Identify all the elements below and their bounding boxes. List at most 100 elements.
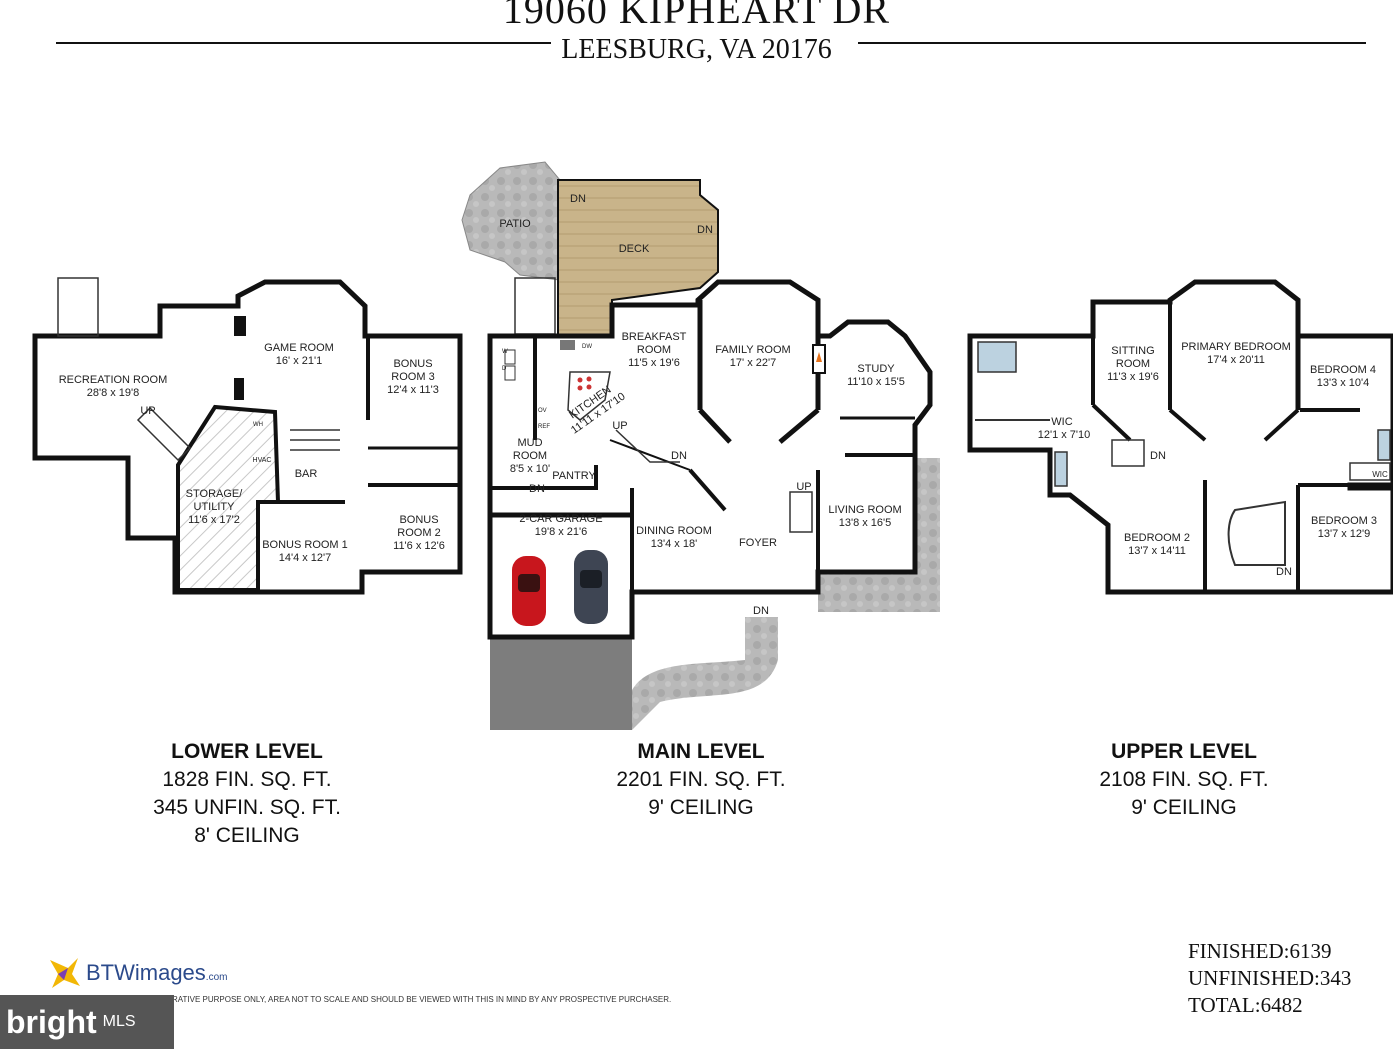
pantry-label: PANTRY bbox=[552, 470, 596, 482]
upper-dn2: DN bbox=[1276, 566, 1292, 578]
title-rule-left bbox=[56, 42, 556, 44]
main-dn5: DN bbox=[753, 605, 769, 617]
dining-label: DINING ROOM bbox=[636, 525, 712, 537]
upper-outline bbox=[967, 279, 1393, 595]
bonus2-label: BONUS bbox=[399, 514, 438, 526]
dryer-label: D bbox=[502, 366, 507, 372]
sitting-label-b: ROOM bbox=[1116, 358, 1150, 370]
washer-label: W bbox=[502, 349, 508, 355]
address-title: 19060 KIPHEART DR bbox=[502, 0, 891, 32]
main-level-plan: PATIO DECK DN DN BREAKFAST ROOM 11'5 x 1… bbox=[461, 161, 940, 730]
storage-dim: 11'6 x 17'2 bbox=[188, 514, 240, 526]
main-level-caption: MAIN LEVEL 2201 FIN. SQ. FT. 9' CEILING bbox=[536, 738, 866, 822]
bonus1-label: BONUS ROOM 1 bbox=[262, 539, 348, 551]
family-label: FAMILY ROOM bbox=[715, 344, 790, 356]
bright-text: bright bbox=[6, 1003, 97, 1040]
main-level-heading: MAIN LEVEL bbox=[637, 740, 765, 763]
main-line-1: 2201 FIN. SQ. FT. bbox=[616, 768, 786, 791]
deck-dn2: DN bbox=[697, 224, 713, 236]
lower-level-caption: LOWER LEVEL 1828 FIN. SQ. FT. 345 UNFIN.… bbox=[82, 738, 412, 850]
deck-dn1: DN bbox=[570, 193, 586, 205]
main-dn3: DN bbox=[671, 450, 687, 462]
bonus2-dim: 11'6 x 12'6 bbox=[393, 540, 445, 552]
game-room-dim: 16' x 21'1 bbox=[276, 355, 322, 367]
grand-total: TOTAL:6482 bbox=[1188, 993, 1303, 1017]
bed4-dim: 13'3 x 10'4 bbox=[1317, 377, 1370, 389]
upper-line-2: 9' CEILING bbox=[1131, 796, 1237, 819]
driveway bbox=[490, 637, 632, 730]
upper-line-1: 2108 FIN. SQ. FT. bbox=[1099, 768, 1269, 791]
main-line-2: 9' CEILING bbox=[648, 796, 754, 819]
mud-dim: 8'5 x 10' bbox=[510, 463, 550, 475]
logo-text: BTWimages.com bbox=[86, 960, 227, 986]
logo-suffix: .com bbox=[205, 972, 228, 983]
flower-logo-icon bbox=[50, 958, 80, 988]
main-dn4: DN bbox=[529, 483, 545, 495]
garage-label: 2-CAR GARAGE bbox=[519, 513, 602, 525]
hvac-label: HVAC bbox=[253, 457, 272, 464]
city-subtitle: LEESBURG, VA 20176 bbox=[0, 34, 1393, 66]
bonus3-label: BONUS bbox=[393, 358, 432, 370]
floor-plans: RECREATION ROOM 28'8 x 19'8 GAME ROOM 16… bbox=[32, 161, 1393, 730]
dining-dim: 13'4 x 18' bbox=[651, 538, 697, 550]
mud-label-b: ROOM bbox=[513, 450, 547, 462]
living-dim: 13'8 x 16'5 bbox=[839, 517, 892, 529]
finished-total: FINISHED:6139 bbox=[1188, 939, 1332, 963]
walkway bbox=[632, 617, 778, 730]
city-text: LEESBURG, VA 20176 bbox=[551, 34, 842, 65]
bonus3-label-b: ROOM 3 bbox=[391, 371, 434, 383]
bonus1-dim: 14'4 x 12'7 bbox=[279, 552, 332, 564]
game-room-label: GAME ROOM bbox=[264, 342, 334, 354]
sitting-dim: 11'3 x 19'6 bbox=[1107, 371, 1159, 383]
ref-label: REF bbox=[538, 424, 550, 430]
bed3-label: BEDROOM 3 bbox=[1311, 515, 1377, 527]
mud-label: MUD bbox=[517, 437, 542, 449]
breakfast-dim: 11'5 x 19'6 bbox=[628, 357, 680, 369]
sitting-label: SITTING bbox=[1111, 345, 1154, 357]
garage-dim: 19'8 x 21'6 bbox=[535, 526, 588, 538]
btw-logo: BTWimages.com bbox=[48, 956, 227, 990]
patio-label: PATIO bbox=[499, 218, 531, 230]
upper-level-caption: UPPER LEVEL 2108 FIN. SQ. FT. 9' CEILING bbox=[1019, 738, 1349, 822]
bed2-label: BEDROOM 2 bbox=[1124, 532, 1190, 544]
study-dim: 11'10 x 15'5 bbox=[847, 376, 905, 388]
wic2-label: WIC bbox=[1372, 470, 1388, 479]
storage-area bbox=[176, 404, 281, 592]
title-rule-right bbox=[858, 42, 1366, 44]
living-label: LIVING ROOM bbox=[828, 504, 901, 516]
breakfast-label-b: ROOM bbox=[637, 344, 671, 356]
upper-dn1: DN bbox=[1150, 450, 1166, 462]
bonus2-label-b: ROOM 2 bbox=[397, 527, 440, 539]
rec-room-dim: 28'8 x 19'8 bbox=[87, 387, 140, 399]
bed2-dim: 13'7 x 14'11 bbox=[1128, 545, 1186, 557]
wic-label: WIC bbox=[1051, 416, 1072, 428]
bonus3-dim: 12'4 x 11'3 bbox=[387, 384, 439, 396]
logo-name: BTWimages bbox=[86, 960, 206, 985]
dw-label: DW bbox=[582, 344, 592, 350]
foyer-label: FOYER bbox=[739, 537, 777, 549]
unfinished-total: UNFINISHED:343 bbox=[1188, 966, 1352, 990]
lower-line-3: 8' CEILING bbox=[194, 824, 300, 847]
lower-up-label: UP bbox=[140, 405, 155, 417]
upper-level-plan: SITTING ROOM 11'3 x 19'6 PRIMARY BEDROOM… bbox=[967, 279, 1393, 595]
rec-room-label: RECREATION ROOM bbox=[59, 374, 168, 386]
stair-lower-inner bbox=[136, 406, 192, 462]
bed4-label: BEDROOM 4 bbox=[1310, 364, 1376, 376]
totals-block: FINISHED:6139 UNFINISHED:343 TOTAL:6482 bbox=[1188, 938, 1351, 1019]
storage-label: STORAGE/ bbox=[186, 488, 244, 500]
bed3-dim: 13'7 x 12'9 bbox=[1318, 528, 1371, 540]
wh-label: WH bbox=[253, 422, 263, 428]
family-dim: 17' x 22'7 bbox=[730, 357, 776, 369]
primary-label: PRIMARY BEDROOM bbox=[1181, 341, 1291, 353]
lower-line-1: 1828 FIN. SQ. FT. bbox=[162, 768, 332, 791]
bright-mls-badge: bright MLS bbox=[0, 995, 174, 1049]
study-label: STUDY bbox=[857, 363, 895, 375]
primary-dim: 17'4 x 20'11 bbox=[1207, 354, 1265, 366]
main-up2: UP bbox=[796, 481, 811, 493]
mls-text: MLS bbox=[102, 1013, 136, 1030]
wic-dim: 12'1 x 7'10 bbox=[1038, 429, 1091, 441]
bar-label: BAR bbox=[295, 468, 318, 480]
storage-label-b: UTILITY bbox=[194, 501, 236, 513]
lower-level-heading: LOWER LEVEL bbox=[171, 740, 323, 763]
upper-level-heading: UPPER LEVEL bbox=[1111, 740, 1257, 763]
